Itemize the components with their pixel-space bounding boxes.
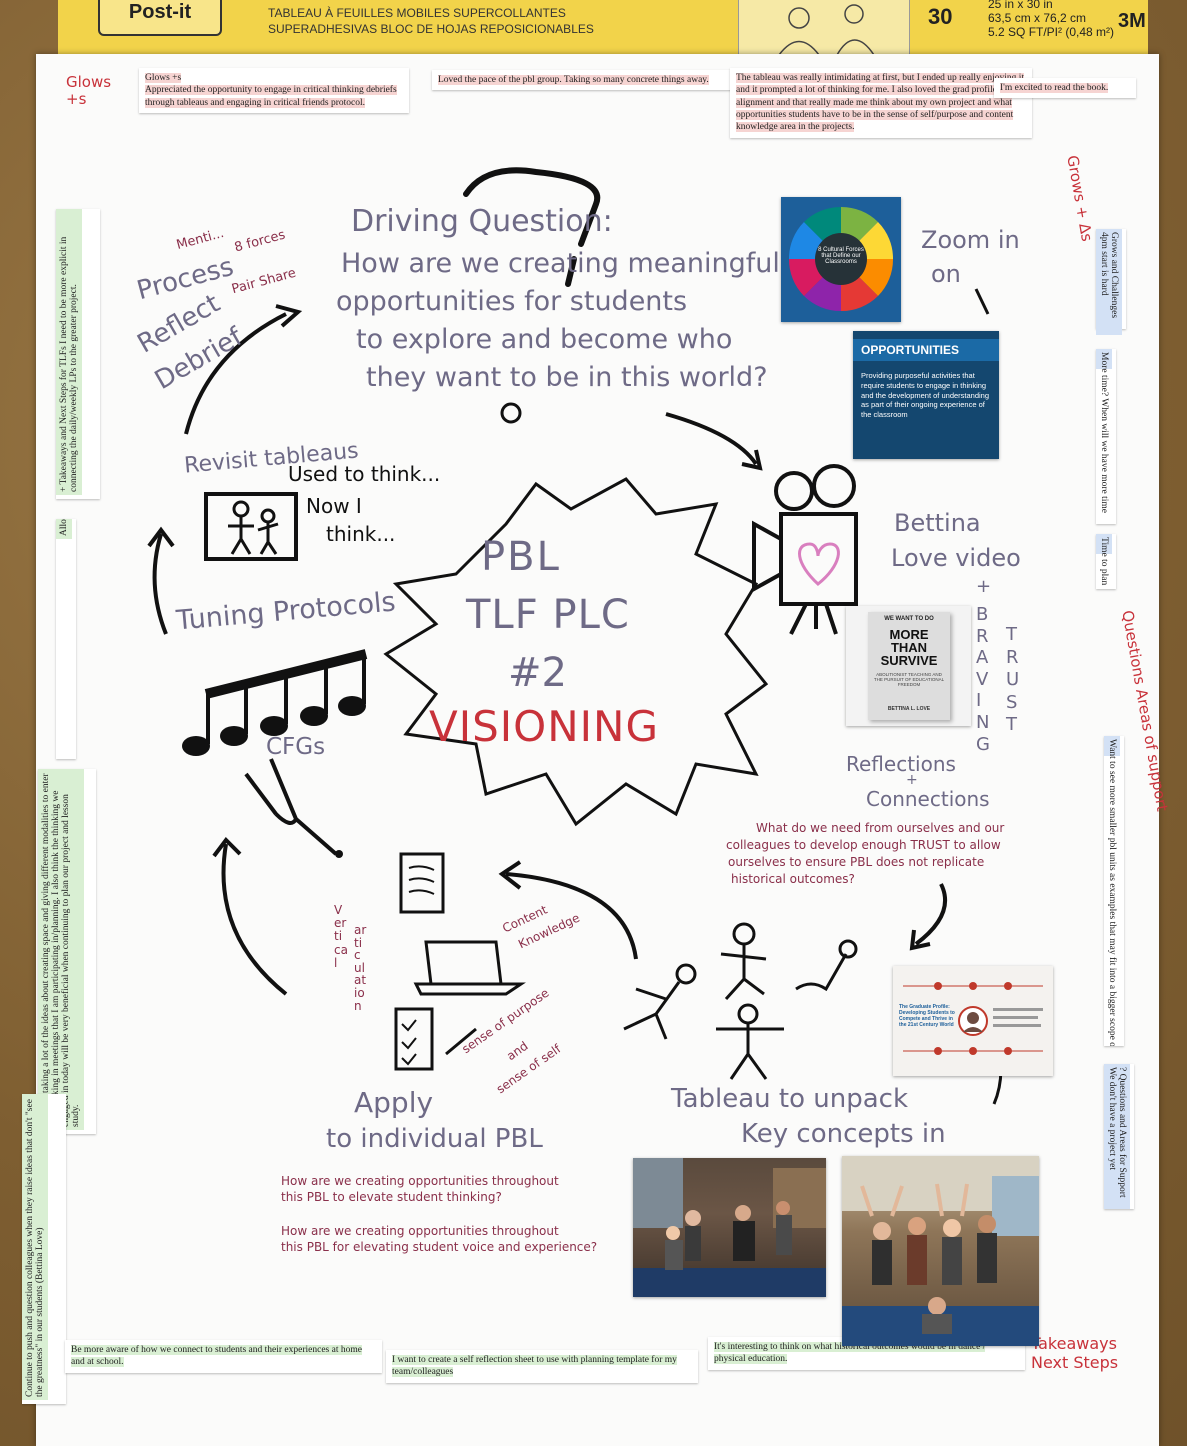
- post-it-logo: Post-it: [98, 0, 222, 36]
- takeaway-note-4: Continue to push and question colleagues…: [22, 1094, 66, 1404]
- trust-question-line-2: colleagues to develop enough TRUST to al…: [726, 838, 1001, 852]
- driving-question-label: Driving Question:: [351, 204, 613, 239]
- zoom-in-label: Zoom in: [921, 226, 1020, 254]
- articulation-label: articulation: [354, 923, 367, 1013]
- dims-cm: 63,5 cm x 76,2 cm: [988, 11, 1087, 25]
- cultural-forces-caption: 8 Cultural Forces that Define our Classr…: [818, 247, 864, 265]
- bettina-label: Bettina: [894, 509, 981, 537]
- now-i-label: Now I: [306, 494, 362, 518]
- takeaway-note-1: + Takeaways and Next Steps for TLFs I ne…: [56, 209, 100, 499]
- apply-question-2b: this PBL for elevating student voice and…: [281, 1240, 598, 1254]
- graduate-profile-title: The Graduate Profile: Developing Student…: [899, 1004, 955, 1028]
- glow-note-4: I'm excited to read the book.: [994, 78, 1136, 99]
- dims-area: 5.2 SQ FT/PI² (0,48 m²): [988, 25, 1115, 39]
- center-line-1: PBL: [481, 534, 561, 580]
- takeaway-note-3: I will be taking a lot of the ideas abou…: [38, 769, 96, 1134]
- cfgs-label: CFGs: [266, 734, 326, 760]
- question-note-1: Want to see more smaller pbl units as ex…: [1104, 736, 1124, 1046]
- apply-question-2a: How are we creating opportunities throug…: [281, 1224, 559, 1238]
- takeaway-note-2: Allow multiple entry points for feedback…: [56, 519, 76, 759]
- chart-paper: Glows +s Grows + Δs Questions Areas of s…: [22, 54, 1171, 1446]
- opportunities-card: OPPORTUNITIES Providing purposeful activ…: [853, 331, 999, 459]
- plus-sign: +: [976, 576, 992, 597]
- pad-header: Post-it TABLEAU À FEUILLES MOBILES SUPER…: [58, 0, 1148, 57]
- glow-note-2: Loved the pace of the pbl group. Taking …: [432, 70, 734, 91]
- driving-question-line-1: How are we creating meaningful: [341, 248, 780, 279]
- cultural-forces-card: 8 Cultural Forces that Define our Classr…: [781, 197, 901, 322]
- apply-question-1a: How are we creating opportunities throug…: [281, 1174, 559, 1188]
- question-note-2: ? Questions and Areas for Support We don…: [1104, 1064, 1134, 1209]
- driving-question-line-2: opportunities for students: [336, 286, 688, 317]
- tableau-label-2: Key concepts in: [741, 1119, 946, 1149]
- zoom-on-label: on: [931, 260, 961, 288]
- reflections-plus: +: [906, 772, 918, 788]
- header-illustration: [738, 0, 910, 56]
- header-line-2: SUPERADHESIVAS BLOC DE HOJAS REPOSICIONA…: [268, 22, 594, 36]
- takeaways-label: Takeaways Next Steps: [1031, 1334, 1119, 1373]
- tableau-photo-1: [633, 1158, 826, 1297]
- header-line-1: TABLEAU À FEUILLES MOBILES SUPERCOLLANTE…: [268, 6, 566, 20]
- brand-logo: 3M: [1118, 10, 1146, 32]
- grow-note-3: Time to plan: [1096, 534, 1116, 589]
- trust-question-line-1: What do we need from ourselves and our: [756, 821, 1005, 835]
- center-line-4: VISIONING: [429, 702, 659, 751]
- trust-question-line-3: ourselves to ensure PBL does not replica…: [728, 855, 985, 869]
- grow-note-1: Grows and Challenges 4pm start is hard: [1096, 229, 1126, 335]
- braving-label: BRAVING: [976, 604, 990, 755]
- love-video-label: Love video: [891, 544, 1021, 572]
- apply-question-1b: this PBL to elevate student thinking?: [281, 1190, 502, 1204]
- opportunities-card-title: OPPORTUNITIES: [861, 343, 960, 357]
- sheet-count: 30: [928, 4, 953, 29]
- glow-note-3: The tableau was really intimidating at f…: [730, 68, 1032, 138]
- center-line-3: #2: [508, 650, 567, 696]
- reflections-label: Reflections: [846, 752, 956, 776]
- marker-drawings: [147, 167, 1003, 1105]
- opportunities-card-text: Providing purposeful activities that req…: [861, 371, 990, 419]
- tableau-photo-2: [842, 1156, 1039, 1346]
- grow-note-2: More time? When will we have more time: [1096, 349, 1116, 524]
- takeaway-note-5: Be more aware of how we connect to stude…: [65, 1340, 382, 1373]
- glow-note-1: Glows +s Appreciated the opportunity to …: [139, 68, 409, 114]
- used-to-think-label: Used to think...: [288, 462, 441, 486]
- driving-question-line-3: to explore and become who: [356, 324, 733, 355]
- apply-sub-label: to individual PBL: [326, 1124, 543, 1154]
- glows-label: Glows +s: [66, 73, 112, 108]
- trust-label: TRUST: [1006, 624, 1020, 735]
- dims-in: 25 in x 30 in: [988, 0, 1053, 11]
- graduate-profile-card: The Graduate Profile: Developing Student…: [893, 966, 1053, 1076]
- tableau-label-1: Tableau to unpack: [671, 1084, 909, 1114]
- driving-question-line-4: they want to be in this world?: [366, 362, 768, 393]
- vertical-label: Vertical: [334, 903, 348, 970]
- center-line-2: TLF PLC: [466, 592, 630, 638]
- think-label: think...: [326, 522, 396, 546]
- trust-question-line-4: historical outcomes?: [731, 872, 855, 886]
- takeaway-note-6: I want to create a self reflection sheet…: [386, 1350, 698, 1383]
- apply-label: Apply: [354, 1086, 434, 1119]
- connections-label: Connections: [866, 787, 990, 811]
